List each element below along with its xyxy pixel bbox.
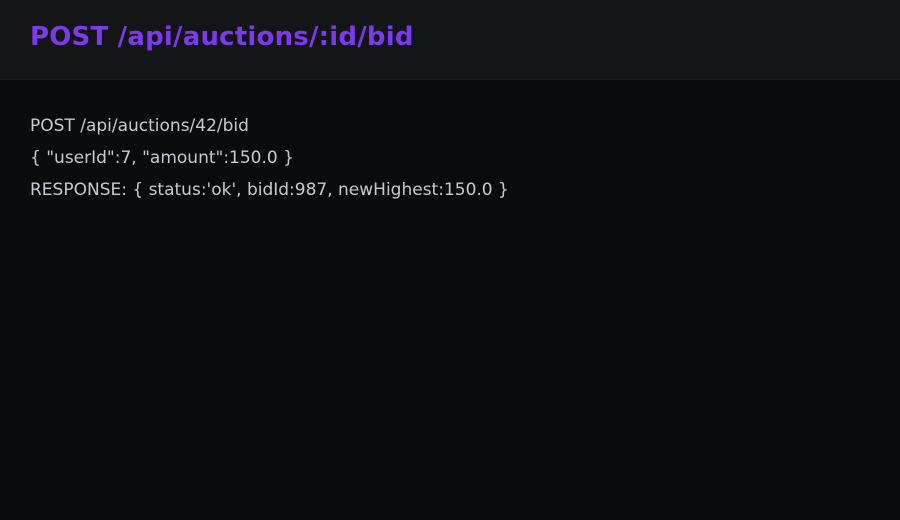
page-header: POST /api/auctions/:id/bid [0, 0, 900, 80]
request-line: POST /api/auctions/42/bid [30, 116, 249, 136]
example-content: POST /api/auctions/42/bid { "userId":7, … [0, 80, 900, 206]
page-title: POST /api/auctions/:id/bid [30, 21, 414, 52]
response-line: RESPONSE: { status:'ok', bidId:987, newH… [30, 180, 509, 200]
request-body: { "userId":7, "amount":150.0 } [30, 148, 294, 168]
